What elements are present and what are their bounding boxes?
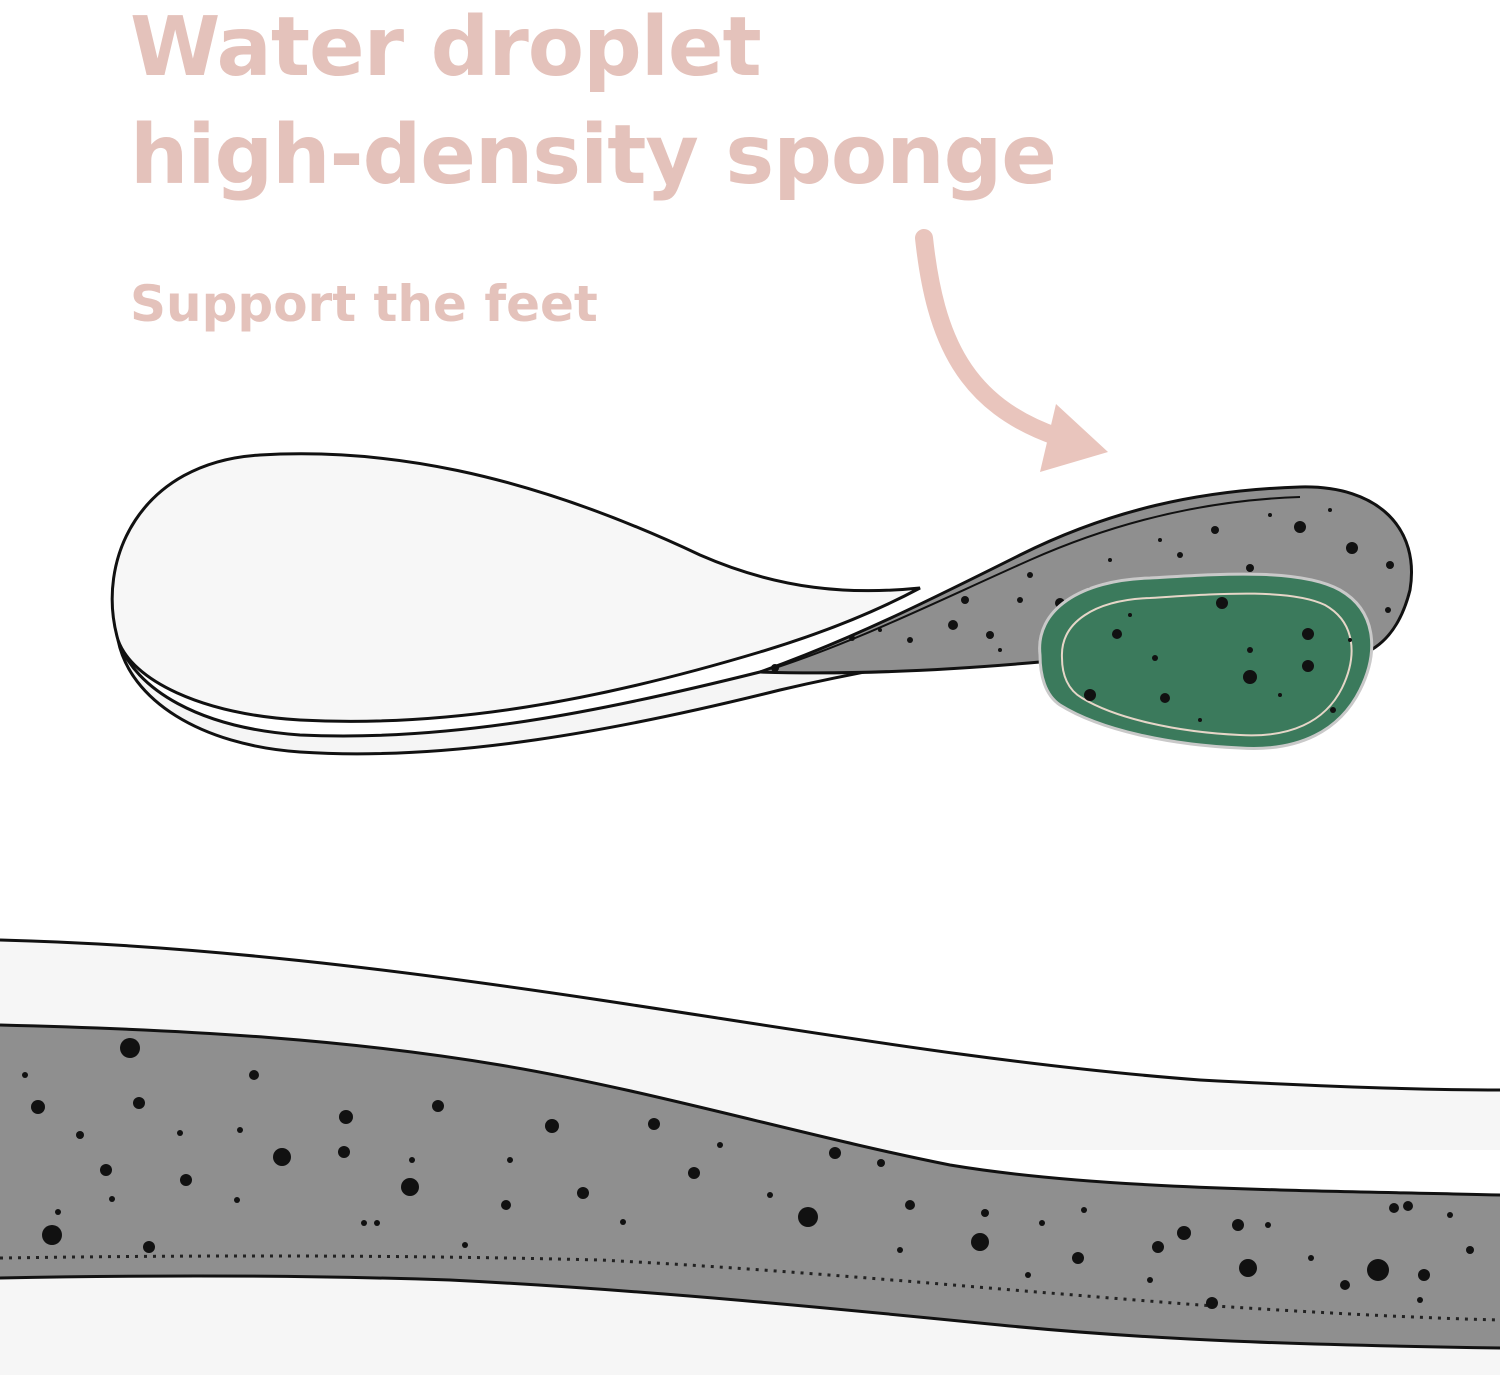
insole-forefoot-surface bbox=[110, 452, 921, 723]
sponge-speckles-top bbox=[771, 508, 1394, 672]
sponge-cross-section bbox=[0, 938, 1500, 1375]
water-droplet-heel-pad bbox=[1038, 572, 1374, 750]
subtitle: Support the feet bbox=[130, 275, 598, 333]
sponge-speckles bbox=[22, 1038, 1474, 1309]
title-line-1: Water droplet bbox=[130, 0, 762, 95]
insole-illustration bbox=[110, 452, 1413, 756]
title-line-2: high-density sponge bbox=[130, 108, 1057, 203]
curved-arrow-icon bbox=[915, 229, 1108, 472]
